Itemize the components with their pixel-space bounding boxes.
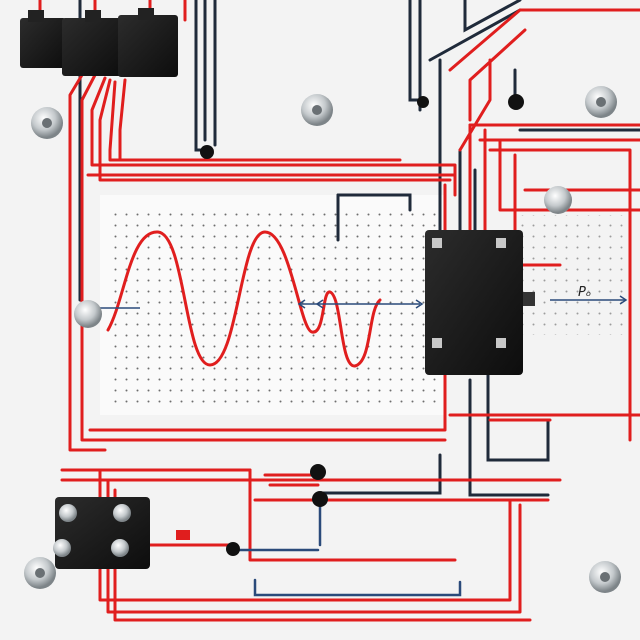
- blue-wires: [233, 503, 462, 597]
- black-module-box: [425, 230, 535, 375]
- terminal-block-top: [20, 8, 178, 77]
- hex-standoff-screws: [24, 86, 621, 593]
- output-label: Pₒ: [578, 285, 591, 300]
- sine-waveform: [106, 230, 382, 368]
- arrow-markers: [95, 295, 628, 309]
- junction-dots: [200, 94, 524, 556]
- terminal-block-bottom: [53, 497, 190, 569]
- right-panel-dots: [520, 215, 630, 335]
